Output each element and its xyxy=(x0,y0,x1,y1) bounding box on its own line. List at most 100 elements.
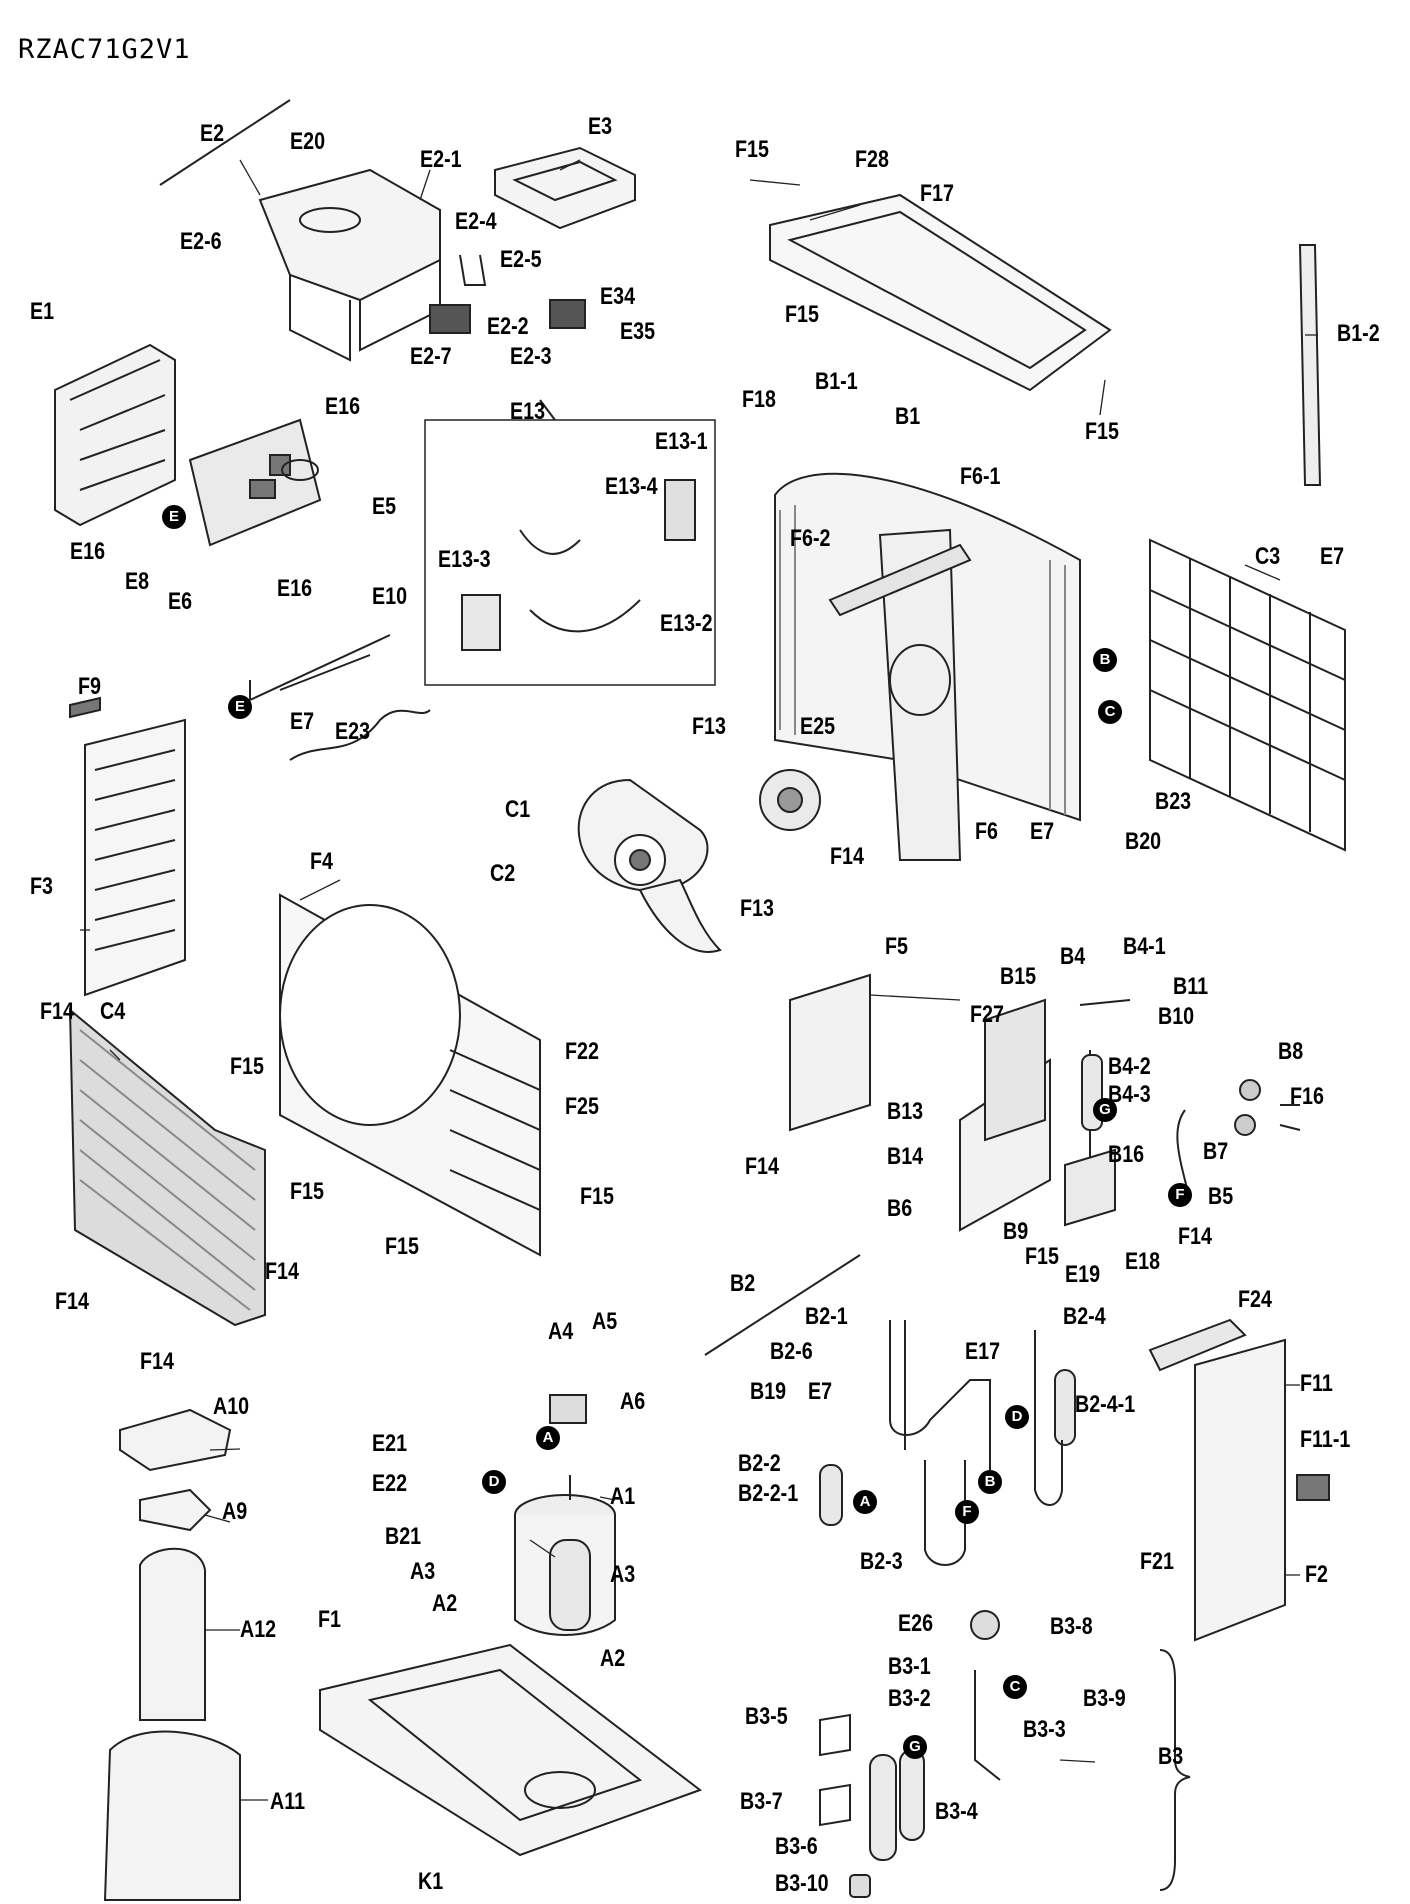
side-grille-f3 xyxy=(69,696,186,997)
part-label-f17: F17 xyxy=(920,180,954,207)
part-label-f14-e: F14 xyxy=(140,1348,174,1375)
part-label-b10: B10 xyxy=(1158,1003,1195,1030)
piping-b2 xyxy=(819,1320,1076,1566)
part-label-f5: F5 xyxy=(885,933,908,960)
connection-marker-b: B xyxy=(1093,648,1117,672)
part-label-f14-d: F14 xyxy=(55,1288,89,1315)
part-label-e13: E13 xyxy=(510,398,546,425)
connection-marker-g: G xyxy=(903,1735,927,1759)
part-label-a3-a: A3 xyxy=(410,1558,436,1585)
part-label-k1: K1 xyxy=(418,1868,444,1895)
part-label-f15-g: F15 xyxy=(385,1233,419,1260)
part-label-b4-3: B4-3 xyxy=(1108,1081,1151,1108)
part-label-b23: B23 xyxy=(1155,788,1192,815)
part-label-f1: F1 xyxy=(318,1606,341,1633)
part-label-c2: C2 xyxy=(490,860,516,887)
part-label-b3-4: B3-4 xyxy=(935,1798,978,1825)
part-label-b3-9: B3-9 xyxy=(1083,1685,1126,1712)
fan-motor-e25 xyxy=(759,769,821,831)
part-label-e7-d: E7 xyxy=(808,1378,833,1405)
connection-marker-f: F xyxy=(955,1500,979,1524)
part-label-f14-g: F14 xyxy=(1178,1223,1212,1250)
part-label-b7: B7 xyxy=(1203,1138,1229,1165)
insulation-a xyxy=(103,1408,241,1901)
part-label-b3-3: B3-3 xyxy=(1023,1716,1066,1743)
part-label-c3: C3 xyxy=(1255,543,1281,570)
part-label-f6: F6 xyxy=(975,818,998,845)
connection-marker-a: A xyxy=(853,1490,877,1514)
wire-guard-c3 xyxy=(1149,538,1346,852)
connection-marker-d: D xyxy=(1005,1405,1029,1429)
part-label-f6-1: F6-1 xyxy=(960,463,1001,490)
part-label-b2-3: B2-3 xyxy=(860,1548,903,1575)
part-label-e5: E5 xyxy=(372,493,397,520)
part-label-f21: F21 xyxy=(1140,1548,1174,1575)
part-label-b1-2: B1-2 xyxy=(1337,320,1380,347)
part-label-e17: E17 xyxy=(965,1338,1001,1365)
part-label-e8: E8 xyxy=(125,568,150,595)
part-label-e18: E18 xyxy=(1125,1248,1161,1275)
part-label-e20: E20 xyxy=(290,128,326,155)
part-label-e3: E3 xyxy=(588,113,613,140)
part-label-f27: F27 xyxy=(970,1001,1004,1028)
part-label-b3-7: B3-7 xyxy=(740,1788,783,1815)
part-label-b2: B2 xyxy=(730,1270,756,1297)
connection-marker-c: C xyxy=(1003,1675,1027,1699)
part-label-b1: B1 xyxy=(895,403,921,430)
part-label-e2-3: E2-3 xyxy=(510,343,552,370)
part-label-b6: B6 xyxy=(887,1195,913,1222)
part-label-f15-b: F15 xyxy=(785,301,819,328)
connection-marker-e: E xyxy=(162,505,186,529)
part-label-e2-6: E2-6 xyxy=(180,228,222,255)
part-label-e7-b: E7 xyxy=(1320,543,1345,570)
part-label-f14-f: F14 xyxy=(745,1153,779,1180)
part-label-f22: F22 xyxy=(565,1038,599,1065)
part-label-b14: B14 xyxy=(887,1143,924,1170)
panel-f5 xyxy=(789,973,871,1132)
part-label-f15-a: F15 xyxy=(735,136,769,163)
part-label-b5: B5 xyxy=(1208,1183,1234,1210)
part-label-a10: A10 xyxy=(213,1393,250,1420)
part-label-e13-3: E13-3 xyxy=(438,546,491,573)
part-label-b8: B8 xyxy=(1278,1038,1304,1065)
connection-marker-e: E xyxy=(228,695,252,719)
part-label-f15-c: F15 xyxy=(1085,418,1119,445)
part-label-e19: E19 xyxy=(1065,1261,1101,1288)
part-label-a11: A11 xyxy=(270,1788,306,1815)
part-label-f11-1: F11-1 xyxy=(1300,1426,1351,1453)
part-label-b4: B4 xyxy=(1060,943,1086,970)
part-label-a2-b: A2 xyxy=(600,1645,626,1672)
part-label-e2-2: E2-2 xyxy=(487,313,529,340)
part-label-f15-d: F15 xyxy=(230,1053,264,1080)
e13-detail-box xyxy=(424,399,716,686)
pcb-e6 xyxy=(188,418,322,547)
part-label-b3-2: B3-2 xyxy=(888,1685,931,1712)
part-label-b13: B13 xyxy=(887,1098,924,1125)
connection-marker-c: C xyxy=(1098,700,1122,724)
part-label-b2-6: B2-6 xyxy=(770,1338,813,1365)
connection-marker-g: G xyxy=(1093,1098,1117,1122)
leader-lines xyxy=(80,159,1318,1801)
part-label-e2-5: E2-5 xyxy=(500,246,542,273)
part-label-f25: F25 xyxy=(565,1093,599,1120)
part-label-b21: B21 xyxy=(385,1523,422,1550)
part-label-c1: C1 xyxy=(505,796,531,823)
part-label-f15-e: F15 xyxy=(290,1178,324,1205)
part-label-b1-1: B1-1 xyxy=(815,368,858,395)
wiring-e7-e23 xyxy=(249,634,431,761)
part-label-e7-a: E7 xyxy=(290,708,315,735)
part-label-b2-2-1: B2-2-1 xyxy=(738,1480,799,1507)
valve-mount-b6 xyxy=(959,998,1051,1232)
e2-bracket xyxy=(159,99,291,186)
b3-brace xyxy=(1159,1649,1191,1891)
part-label-a3-b: A3 xyxy=(610,1561,636,1588)
front-grille-c4 xyxy=(68,1007,266,1327)
part-label-f13-b: F13 xyxy=(740,895,774,922)
model-number: RZAC71G2V1 xyxy=(18,34,191,65)
part-label-f14-a: F14 xyxy=(830,843,864,870)
part-label-f11: F11 xyxy=(1300,1370,1333,1397)
part-label-f14-b: F14 xyxy=(40,998,74,1025)
part-label-e16-a: E16 xyxy=(325,393,361,420)
part-label-f3: F3 xyxy=(30,873,53,900)
